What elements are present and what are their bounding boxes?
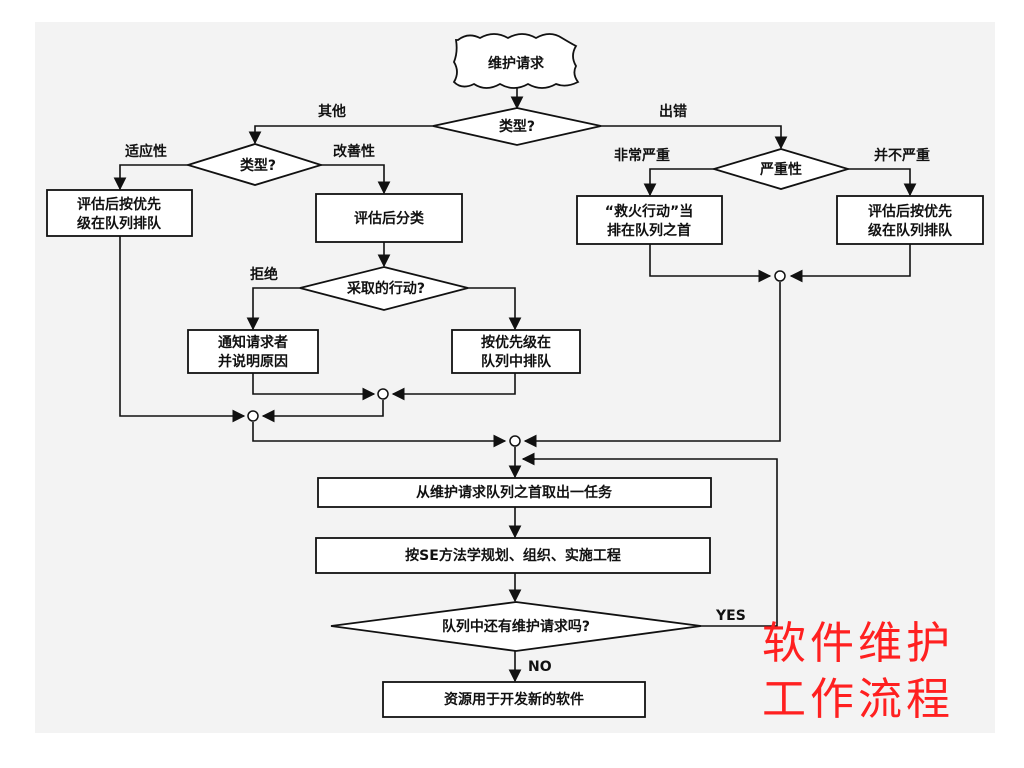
eval-queue-left-line2: 级在队列排队 bbox=[77, 215, 162, 232]
priority-queue-line2: 队列中排队 bbox=[481, 353, 552, 370]
type-main-label: 类型? bbox=[499, 118, 535, 135]
node-eval-classify: 评估后分类 bbox=[315, 193, 463, 243]
page-title: 软件维护 工作流程 bbox=[762, 616, 972, 728]
junction-right bbox=[774, 270, 786, 282]
label-other: 其他 bbox=[318, 103, 346, 120]
eval-queue-right-line1: 评估后按优先 bbox=[868, 203, 952, 220]
junction-main bbox=[509, 435, 521, 447]
junction-middle bbox=[377, 388, 389, 400]
start-label: 维护请求 bbox=[488, 55, 545, 72]
action-label: 采取的行动? bbox=[346, 280, 425, 297]
page-title-line1: 软件维护 bbox=[762, 618, 954, 669]
page-title-line2: 工作流程 bbox=[762, 674, 954, 725]
notify-line1: 通知请求者 bbox=[218, 334, 288, 351]
eval-classify-label: 评估后分类 bbox=[354, 210, 425, 227]
node-notify: 通知请求者 并说明原因 bbox=[187, 329, 319, 374]
node-eval-queue-left: 评估后按优先 级在队列排队 bbox=[46, 189, 193, 237]
label-error: 出错 bbox=[659, 103, 687, 120]
firefight-line2: 排在队列之首 bbox=[607, 222, 691, 239]
node-eval-queue-right: 评估后按优先 级在队列排队 bbox=[836, 195, 984, 245]
label-reject: 拒绝 bbox=[250, 266, 278, 283]
resources-label: 资源用于开发新的软件 bbox=[444, 691, 584, 708]
node-firefight: “救火行动”当 排在队列之首 bbox=[576, 195, 723, 245]
priority-queue-line1: 按优先级在 bbox=[481, 334, 551, 351]
node-type-sub: 类型? bbox=[184, 143, 325, 186]
node-take-task: 从维护请求队列之首取出一任务 bbox=[317, 477, 712, 508]
connector-lines bbox=[113, 88, 917, 683]
type-sub-label: 类型? bbox=[240, 157, 276, 174]
node-priority-queue: 按优先级在 队列中排队 bbox=[451, 329, 581, 374]
node-action: 采取的行动? bbox=[299, 266, 469, 311]
notify-line2: 并说明原因 bbox=[218, 353, 288, 370]
eval-queue-left-line1: 评估后按优先 bbox=[77, 196, 161, 213]
node-start: 维护请求 bbox=[452, 33, 580, 89]
label-perfective: 改善性 bbox=[333, 143, 375, 160]
label-no: NO bbox=[528, 659, 552, 675]
label-not-severe: 并不严重 bbox=[874, 147, 930, 164]
severity-label: 严重性 bbox=[759, 161, 802, 178]
plan-label: 按SE方法学规划、组织、实施工程 bbox=[405, 547, 621, 564]
junction-left bbox=[247, 410, 259, 422]
node-more-requests: 队列中还有维护请求吗? bbox=[330, 601, 702, 652]
label-very-severe: 非常严重 bbox=[614, 147, 670, 164]
node-resources: 资源用于开发新的软件 bbox=[382, 681, 646, 718]
take-task-label: 从维护请求队列之首取出一任务 bbox=[416, 484, 613, 501]
node-type-main: 类型? bbox=[432, 107, 602, 146]
node-plan: 按SE方法学规划、组织、实施工程 bbox=[315, 537, 711, 574]
label-yes: YES bbox=[715, 608, 746, 624]
firefight-line1: “救火行动”当 bbox=[605, 203, 693, 220]
node-severity: 严重性 bbox=[710, 148, 852, 190]
label-adaptive: 适应性 bbox=[125, 143, 167, 160]
more-requests-label: 队列中还有维护请求吗? bbox=[442, 618, 590, 635]
eval-queue-right-line2: 级在队列排队 bbox=[868, 222, 953, 239]
